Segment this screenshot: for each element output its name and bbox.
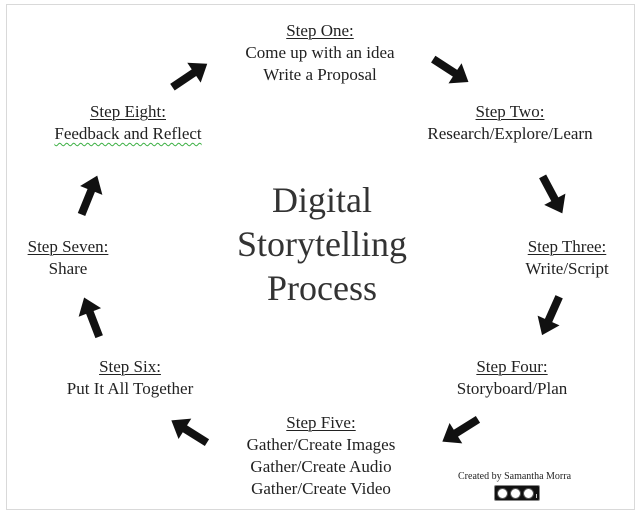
step-five-title: Step Five: (286, 413, 356, 432)
step-five-line-3: Gather/Create Video (251, 479, 391, 498)
cc-circle-icon (497, 487, 508, 499)
step-two: Step Two: Research/Explore/Learn (427, 101, 592, 145)
step-eight-line-1: Feedback and Reflect (54, 124, 202, 143)
step-four-title: Step Four: (476, 357, 548, 376)
arrow-eight-to-one (165, 53, 214, 98)
step-eight: Step Eight: Feedback and Reflect (54, 101, 201, 145)
step-six: Step Six: Put It All Together (67, 356, 193, 400)
step-four: Step Four: Storyboard/Plan (457, 356, 568, 400)
arrow-seven-to-eight (70, 171, 109, 220)
step-five-line-2: Gather/Create Audio (250, 457, 392, 476)
diagram-title: Digital Storytelling Process (237, 178, 407, 310)
creative-commons-badge-icon[interactable] (494, 485, 540, 501)
by-circle-icon (510, 487, 521, 499)
arrow-one-to-two (426, 49, 475, 93)
arrow-five-to-six (164, 410, 214, 453)
diagram-title-line-3: Process (267, 268, 377, 308)
nc-circle-icon (523, 487, 534, 499)
step-one-title: Step One: (286, 21, 354, 40)
step-eight-title: Step Eight: (89, 102, 167, 121)
arrow-three-to-four (531, 291, 571, 340)
step-one: Step One: Come up with an idea Write a P… (245, 20, 394, 86)
step-two-title: Step Two: (475, 102, 545, 121)
diagram-title-line-1: Digital (272, 180, 372, 220)
step-one-line-1: Come up with an idea (245, 43, 395, 62)
step-six-title: Step Six: (99, 357, 161, 376)
credit-text: Created by Samantha Morra (458, 471, 572, 482)
step-five: Step Five: Gather/Create Images Gather/C… (247, 412, 396, 500)
step-six-line-1: Put It All Together (66, 379, 194, 398)
step-five-line-1: Gather/Create Images (246, 435, 396, 454)
step-one-line-2: Write a Proposal (263, 65, 377, 84)
step-three-line-1: Write/Script (525, 259, 609, 278)
step-three-title: Step Three: (527, 237, 607, 256)
step-three: Step Three: Write/Script (525, 236, 608, 280)
arrow-six-to-seven (72, 293, 111, 341)
step-seven-title: Step Seven: (27, 237, 109, 256)
arrow-four-to-five (435, 409, 485, 452)
diagram-title-line-2: Storytelling (237, 224, 407, 264)
diagram-frame (6, 4, 635, 510)
license-bar (536, 494, 537, 498)
step-four-line-1: Storyboard/Plan (456, 379, 568, 398)
step-seven-line-1: Share (48, 259, 88, 278)
step-two-line-1: Research/Explore/Learn (427, 124, 593, 143)
step-seven: Step Seven: Share (28, 236, 109, 280)
arrow-two-to-three (532, 170, 573, 220)
